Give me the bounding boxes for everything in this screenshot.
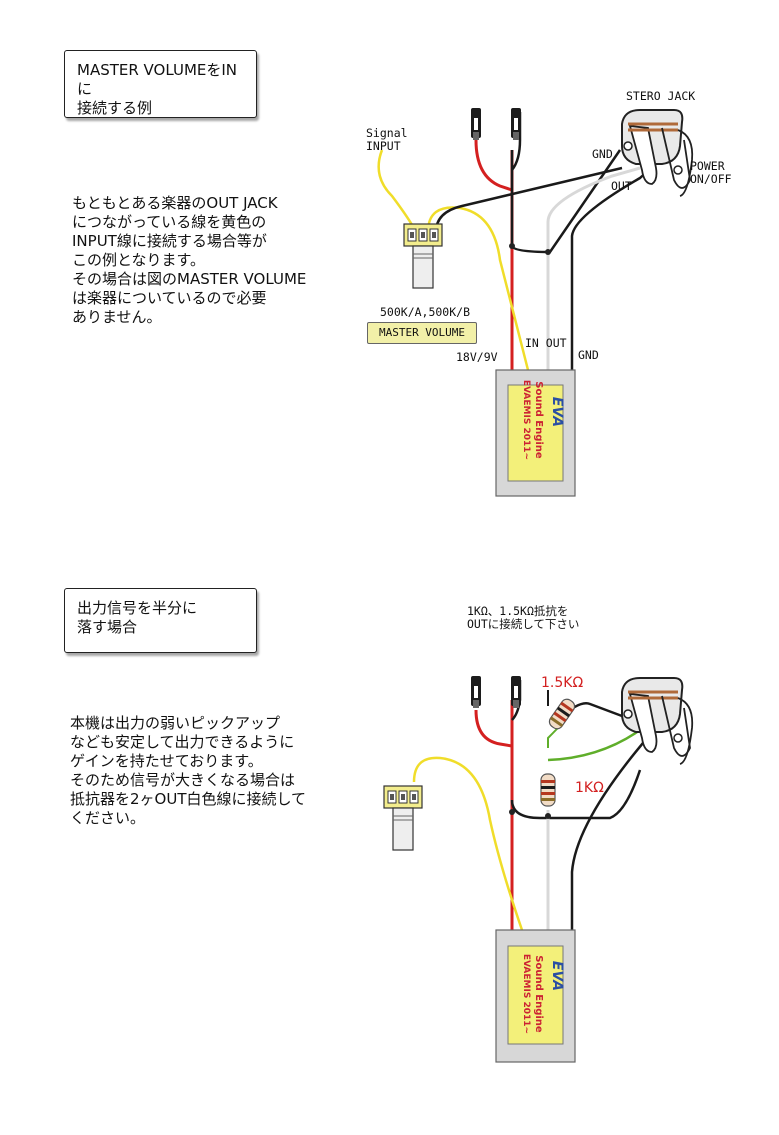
gnd-bottom-label: GND [578,348,599,362]
signal-wire-2 [412,756,524,931]
resistor-1k-label: 1KΩ [575,780,604,796]
section2-description: 本機は出力の弱いピックアップ なども安定して出力できるように ゲインを持たせてお… [70,714,307,827]
volume-out-wire [426,206,530,371]
stereo-jack-label: STERO JACK [626,89,696,103]
master-volume-badge: MASTER VOLUME [367,322,477,344]
master-volume-pot [403,223,443,289]
pot-values-label: 500K/A,500K/B [380,305,471,319]
svg-text:EVAEMIS 2011~: EVAEMIS 2011~ [521,954,531,1034]
power-plug-right [511,108,521,140]
power-plug-left [471,108,481,140]
resistor-1-5k-label: 1.5KΩ [541,675,584,691]
stereo-jack-2 [620,676,694,766]
diagram-2: Sound Engine EVAEMIS 2011~ EVA [383,676,694,1063]
resistor-1-5k [546,696,578,732]
in-out-label: IN OUT [525,336,567,350]
gnd-label: GND [592,147,613,161]
power-plug-left-2 [471,676,481,708]
power-wire-link [474,139,513,192]
power-label: POWER ON/OFF [690,159,732,186]
section1-description: もともとある楽器のOUT JACK につながっている線を黄色の INPUT線に接… [72,194,307,326]
diagram-1: Sound Engine EVAEMIS 2011~ EVA [377,108,694,497]
volume-pot-2 [383,785,423,851]
power-plug-right-2 [511,676,521,708]
svg-text:EVA: EVA [549,961,565,991]
sound-engine-unit-1: Sound Engine EVAEMIS 2011~ EVA [495,369,576,497]
resistor-1k [540,773,556,807]
gnd-wire [570,159,661,370]
resistor-note: 1KΩ、1.5KΩ抵抗を OUTに接続して下さい [467,604,580,631]
out-wire [546,166,641,370]
unit-brand: EVA [549,397,565,427]
section1-title-box: MASTER VOLUMEをINに 接続する例 [64,50,257,118]
resistor-lead-green [547,728,641,762]
section2-title-box: 出力信号を半分に 落す場合 [64,588,257,653]
out-label: OUT [611,179,632,193]
unit-model: EVAEMIS 2011~ [521,380,531,460]
power-wire-link-2 [474,709,513,748]
voltage-label: 18V/9V [456,350,498,364]
svg-text:Sound Engine: Sound Engine [533,955,544,1033]
volume-ground-wire [434,166,623,233]
ground-wire-top [510,112,522,171]
unit-name: Sound Engine [533,381,544,459]
signal-input-label: Signal INPUT [366,126,408,153]
gnd-wire-2 [570,729,655,930]
sound-engine-unit-2: Sound Engine EVAEMIS 2011~ EVA [495,929,576,1063]
signal-input-wire [377,149,418,233]
ground-wire-loop-2 [510,769,642,820]
